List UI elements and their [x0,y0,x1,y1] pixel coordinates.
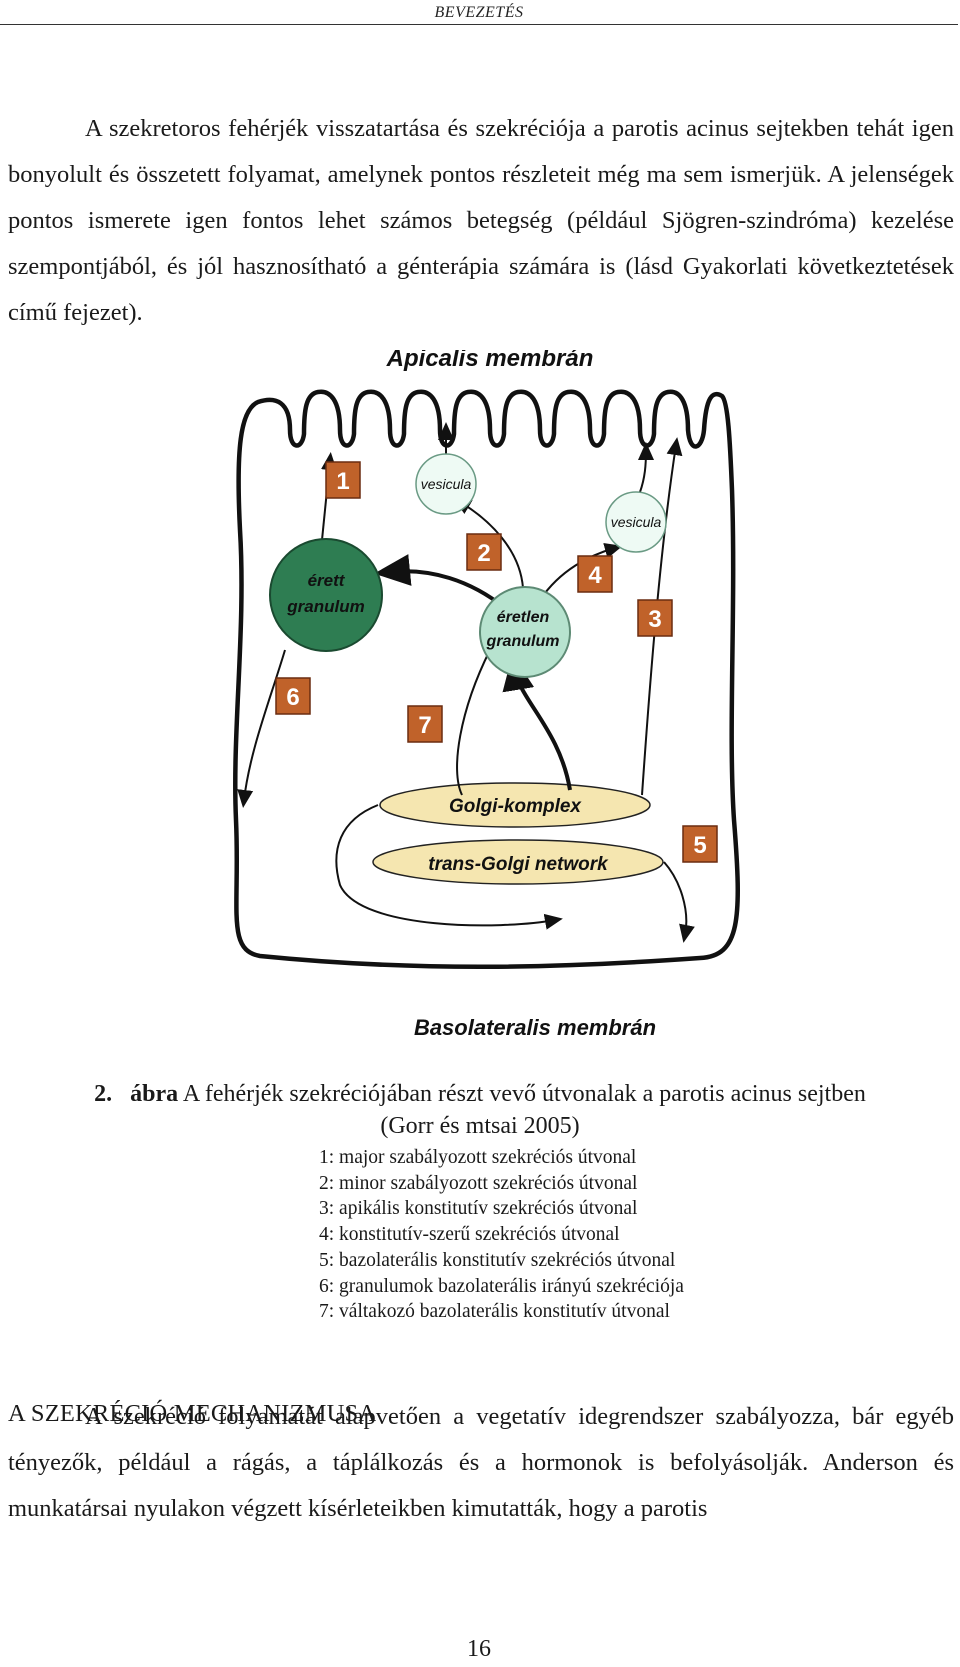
figure-source: (Gorr és mtsai 2005) [380,1113,580,1139]
pathway-arrow-immature-to-mature [374,554,507,610]
section-title: A SZEKRÉCIÓ MECHANIZMUSA [8,1400,377,1427]
cell-membrane-outline [233,389,741,969]
mature-granule [269,538,383,652]
legend-item: 6: granulumok bazolaterális irányú szekr… [319,1275,684,1297]
pathway-number-7-text: 7 [418,712,431,739]
running-header: BEVEZETÉS [434,4,524,21]
vesicle-1-label: vesicula [421,476,472,492]
pathway-number-6-text: 6 [286,684,299,711]
pathway-number-2-text: 2 [477,540,490,567]
mechanism-paragraph: A szekréció folyamatát alapvetően a vege… [8,1394,954,1532]
pathway-arrow-tgn-to-basolateral [663,861,695,943]
intro-paragraph-text: A szekretoros fehérjék visszatartása és … [8,115,954,326]
vesicle-1 [415,453,477,515]
trans-golgi-network [372,839,664,885]
mature-granule-label-line1: érett [308,571,346,590]
figure-number: 2. [94,1081,113,1107]
legend-item: 2: minor szabályozott szekréciós útvonal [319,1172,638,1194]
pathway-legend: 1: major szabályozott szekréciós útvonal… [319,1145,684,1325]
figure-caption: 2. ábra A fehérjék szekréciójában részt … [0,1081,960,1108]
apical-membrane-label: Apicalis membrán [386,350,594,372]
vesicle-2-label: vesicula [611,514,662,530]
immature-granule-label-line1: éretlen [497,609,550,626]
legend-item: 1: major szabályozott szekréciós útvonal [319,1147,637,1168]
pathway-number-7: 7 [407,705,443,743]
pathway-arrow-golgi-alternative [335,804,563,930]
figure-caption-text: A fehérjék szekréciójában részt vevő útv… [182,1081,866,1107]
pathway-number-4: 4 [577,555,613,593]
pathway-number-4-text: 4 [588,562,602,589]
secretion-pathways-figure: Golgi-komplex trans-Golgi network érett … [233,350,741,1040]
pathway-number-3-text: 3 [648,606,661,633]
legend-item: 3: apikális konstitutív szekréciós útvon… [319,1198,638,1220]
pathway-number-5-text: 5 [693,832,706,859]
pathway-number-3: 3 [637,599,673,637]
pathway-arrow-mature-to-basolateral [237,649,286,808]
figure-label: ábra [130,1081,179,1107]
pathway-number-1: 1 [325,461,361,499]
pathway-arrow-vesicle2-to-apical [637,442,654,493]
pathway-number-6: 6 [275,677,311,715]
immature-granule-label-line2: granulum [486,633,560,650]
header-rule [0,24,958,25]
golgi-complex [379,782,651,828]
legend-item: 7: váltakozó bazolaterális konstitutív ú… [319,1301,670,1323]
mature-granule-label-line2: granulum [286,597,364,616]
pathway-number-1-text: 1 [336,468,349,495]
pathway-number-2: 2 [466,533,502,571]
pathway-number-5: 5 [682,825,718,863]
page-number: 16 [467,1636,491,1662]
vesicle-2 [605,491,667,553]
tgn-label: trans-Golgi network [428,854,609,875]
pathway-arrow-golgi-to-immature [502,654,572,791]
basolateral-membrane-label: Basolateralis membrán [414,1015,656,1040]
pathway-arrow-immature-to-basolateral [456,649,491,796]
intro-paragraph: A szekretoros fehérjék visszatartása és … [8,106,954,336]
golgi-label: Golgi-komplex [449,796,582,817]
legend-item: 5: bazolaterális konstitutív szekréciós … [319,1249,676,1271]
immature-granule [479,586,571,678]
legend-item: 4: konstitutív-szerű szekréciós útvonal [319,1224,620,1246]
mechanism-paragraph-text: A szekréció folyamatát alapvetően a vege… [8,1403,954,1522]
